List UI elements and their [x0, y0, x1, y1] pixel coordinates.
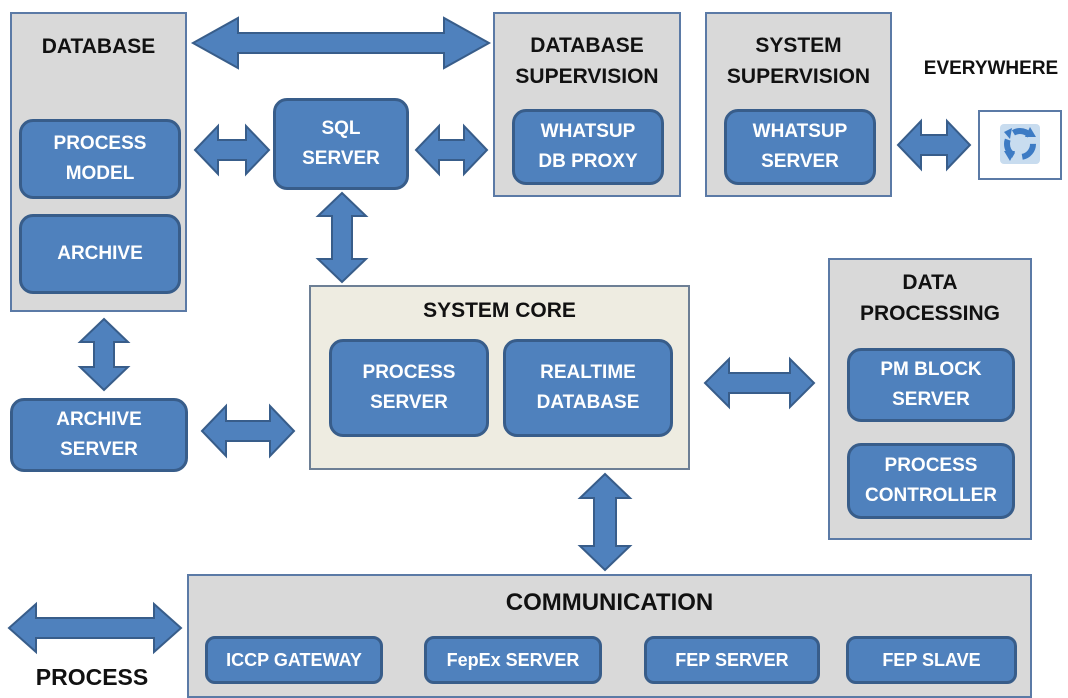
system-core-title: SYSTEM CORE: [423, 299, 576, 322]
archive-box: ARCHIVE: [19, 214, 181, 294]
arrow-database-sql: [193, 123, 271, 177]
arrow-systemcore-dataprocessing: [703, 356, 816, 410]
data-processing-title: DATA PROCESSING: [859, 271, 1001, 325]
process-label: PROCESS: [35, 664, 149, 690]
arrow-sql-systemcore: [315, 191, 369, 284]
arrow-whatsup-everywhere: [896, 118, 972, 172]
process-controller-box: PROCESS CONTROLLER: [847, 443, 1015, 519]
arrow-systemcore-communication: [577, 472, 633, 572]
realtime-database-box: REALTIME DATABASE: [503, 339, 673, 437]
communication-title: COMMUNICATION: [505, 589, 714, 616]
arrow-database-dbsupervision: [190, 16, 492, 70]
system-core-panel: SYSTEM CORE PROCESS SERVER REALTIME DATA…: [309, 285, 690, 470]
database-panel: DATABASE PROCESS MODEL ARCHIVE: [10, 12, 187, 312]
database-supervision-panel: DATABASE SUPERVISION WHATSUP DB PROXY: [493, 12, 681, 197]
system-supervision-panel: SYSTEM SUPERVISION WHATSUP SERVER: [705, 12, 892, 197]
sql-server-box: SQL SERVER: [273, 98, 409, 190]
process-server-box: PROCESS SERVER: [329, 339, 489, 437]
pm-block-server-box: PM BLOCK SERVER: [847, 348, 1015, 422]
everywhere-label: EVERYWHERE: [923, 58, 1059, 79]
fep-server-box: FEP SERVER: [644, 636, 820, 684]
refresh-cycle-icon: [1000, 124, 1040, 164]
process-model-box: PROCESS MODEL: [19, 119, 181, 199]
everywhere-box: [978, 110, 1062, 180]
archive-server-box: ARCHIVE SERVER: [10, 398, 188, 472]
arrow-database-archiveserver: [77, 317, 131, 392]
whatsup-db-proxy-box: WHATSUP DB PROXY: [512, 109, 664, 185]
database-supervision-title: DATABASE SUPERVISION: [515, 34, 659, 88]
fep-slave-box: FEP SLAVE: [846, 636, 1017, 684]
whatsup-server-box: WHATSUP SERVER: [724, 109, 876, 185]
iccp-gateway-box: ICCP GATEWAY: [205, 636, 383, 684]
arrow-sql-dbproxy: [414, 123, 489, 177]
system-supervision-title: SYSTEM SUPERVISION: [726, 34, 871, 88]
arrow-process-communication: [7, 601, 183, 655]
data-processing-panel: DATA PROCESSING PM BLOCK SERVER PROCESS …: [828, 258, 1032, 540]
arrow-archiveserver-systemcore: [200, 403, 296, 459]
database-title: DATABASE: [41, 35, 156, 58]
communication-panel: COMMUNICATION ICCP GATEWAY FepEx SERVER …: [187, 574, 1032, 698]
fepex-server-box: FepEx SERVER: [424, 636, 602, 684]
